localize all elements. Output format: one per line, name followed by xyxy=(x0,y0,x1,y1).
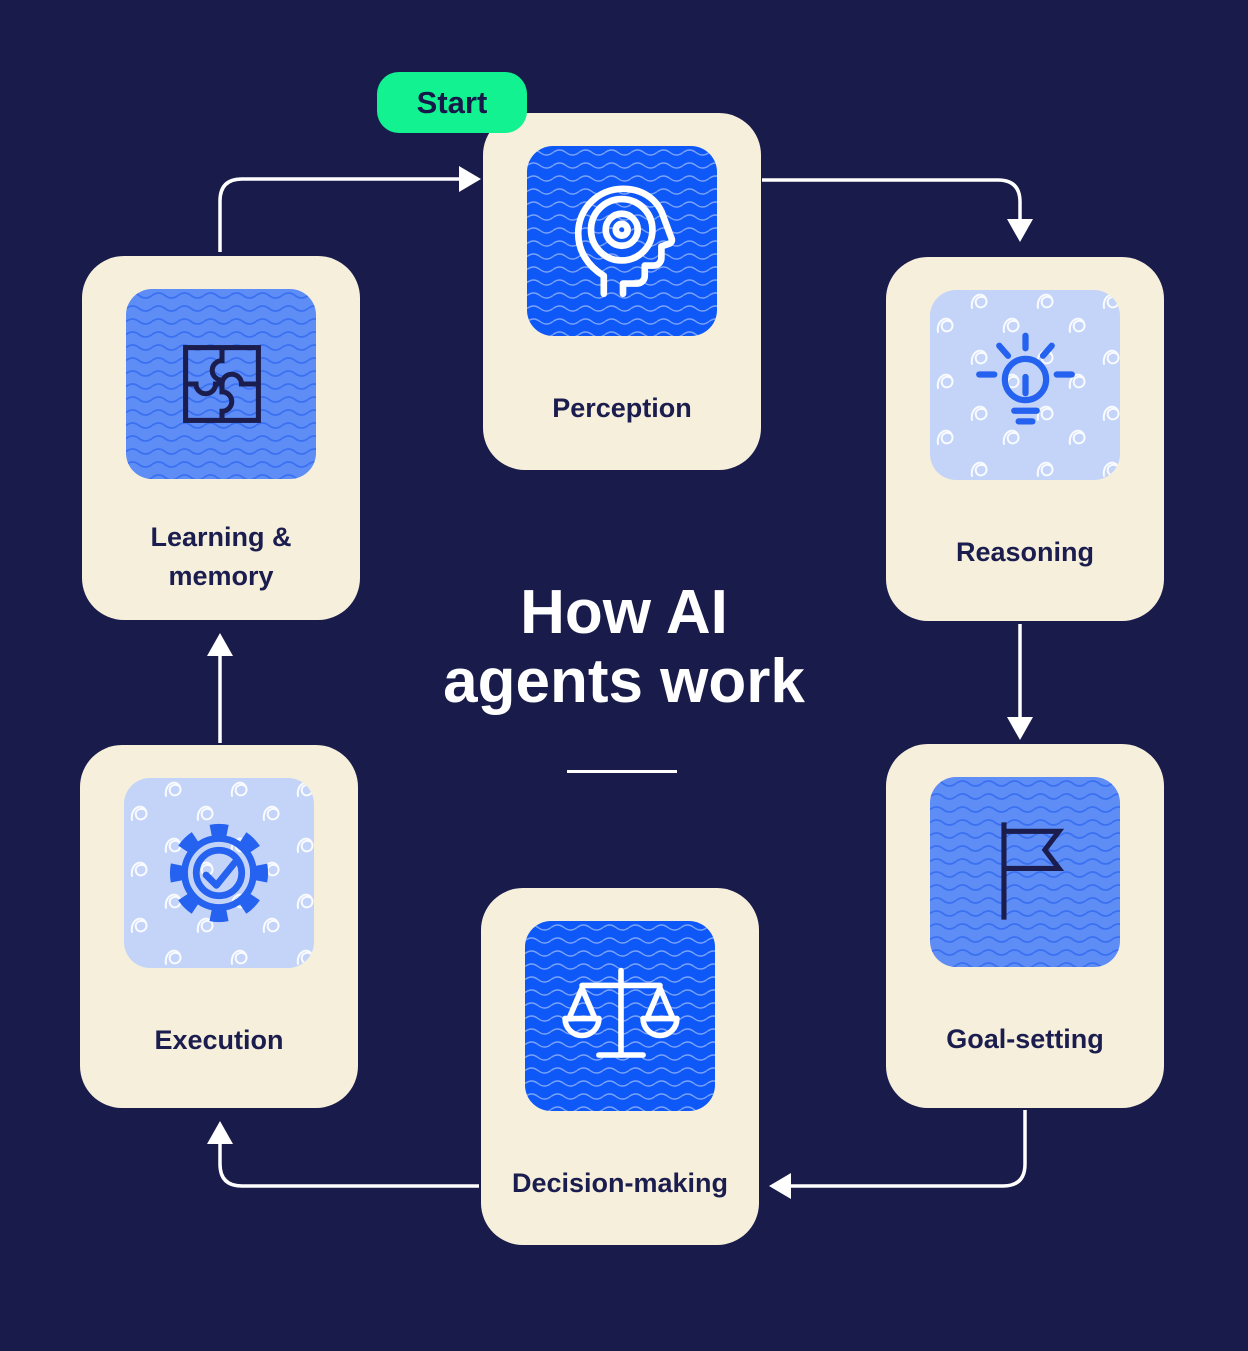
execution-icon-tile xyxy=(124,778,314,968)
goal-setting-icon-tile xyxy=(930,777,1120,967)
arrow-decision-to-execution xyxy=(218,1142,479,1188)
reasoning-icon-tile xyxy=(930,290,1120,480)
decision-making-icon-tile xyxy=(525,921,715,1111)
arrowhead-right-icon xyxy=(459,166,481,192)
node-label-execution: Execution xyxy=(154,1025,284,1055)
title-divider xyxy=(567,770,677,773)
node-label-perception: Perception xyxy=(552,393,692,423)
node-label-reasoning: Reasoning xyxy=(955,537,1095,567)
start-badge: Start xyxy=(377,72,527,133)
arrowhead-left-icon xyxy=(769,1173,791,1199)
arrow-perception-to-reasoning xyxy=(762,178,1022,221)
node-card-goal-setting: Goal-setting xyxy=(886,744,1164,1108)
node-card-learning-memory: Learning & memory xyxy=(82,256,360,620)
arrow-learning-to-perception xyxy=(218,177,459,252)
flag-icon xyxy=(930,777,1120,967)
node-label-goal-setting: Goal-setting xyxy=(946,1024,1104,1054)
node-card-decision-making: Decision-making xyxy=(481,888,759,1245)
page-title-line2: agents work xyxy=(443,647,805,717)
node-card-reasoning: Reasoning xyxy=(886,257,1164,621)
head-profile-target-icon xyxy=(527,146,717,336)
arrowhead-up-icon xyxy=(207,1121,233,1144)
arrowhead-down-icon xyxy=(1007,717,1033,740)
learning-memory-icon-tile xyxy=(126,289,316,479)
arrow-goal-to-decision xyxy=(791,1110,1027,1188)
node-card-execution: Execution xyxy=(80,745,358,1108)
arrowhead-down-icon xyxy=(1007,219,1033,242)
node-label-learning-memory: Learning & memory xyxy=(150,522,292,592)
gear-check-icon xyxy=(124,778,314,968)
puzzle-icon xyxy=(126,289,316,479)
lightbulb-icon xyxy=(930,290,1120,480)
perception-icon-tile xyxy=(527,146,717,336)
balance-scale-icon xyxy=(525,921,715,1111)
node-label-decision-making: Decision-making xyxy=(511,1168,729,1198)
start-badge-label: Start xyxy=(416,84,488,120)
node-card-perception: Perception xyxy=(483,113,761,470)
arrowhead-up-icon xyxy=(207,633,233,656)
